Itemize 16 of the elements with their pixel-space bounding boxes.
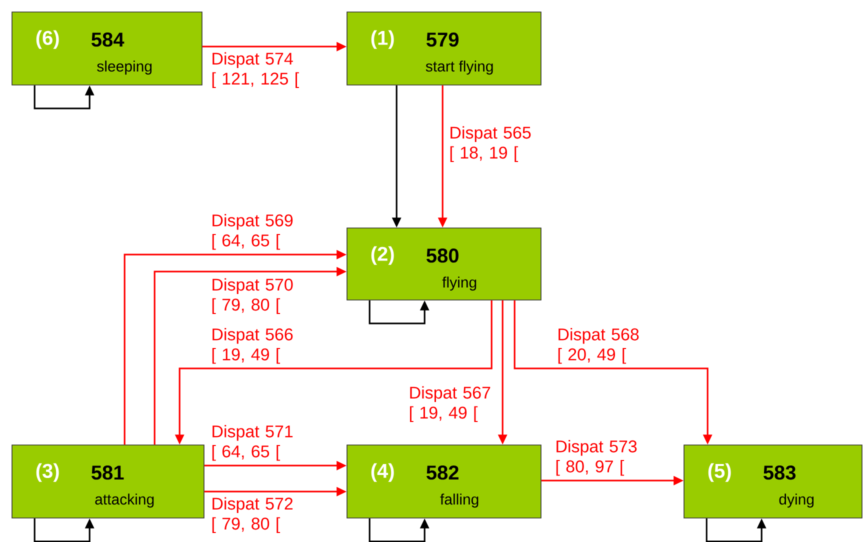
edge-label: Dispat 572 [ 79, 80 [ (210, 496, 302, 534)
state-box: (3) 581 attacking (12, 444, 204, 518)
edge-label: Dispat 571 [ 64, 65 [ (210, 424, 302, 462)
edge-label: Dispat 567 [ 19, 49 [ (408, 385, 499, 424)
edge-label: Dispat 568 [ 20, 49 [ (556, 326, 648, 365)
edge-label: Dispat 565 [ 18, 19 [ (448, 125, 540, 164)
state-box: (4) 582 falling (346, 444, 542, 518)
edge-label: Dispat 574 [ 121, 125 [ (210, 51, 302, 90)
state-box: (2) 580 flying (346, 228, 542, 300)
state-box: (5) 583 dying (684, 444, 862, 518)
state-box: (1) 579 start flying (346, 12, 542, 86)
state-box: (6) 584 sleeping (12, 12, 202, 86)
edge-label: Dispat 566 [ 19, 49 [ (210, 326, 302, 365)
edge-label: Dispat 570 [ 79, 80 [ (210, 277, 302, 316)
edge-label: Dispat 573 [ 80, 97 [ (554, 438, 646, 477)
edge-label: Dispat 569 [ 64, 65 [ (210, 212, 302, 251)
